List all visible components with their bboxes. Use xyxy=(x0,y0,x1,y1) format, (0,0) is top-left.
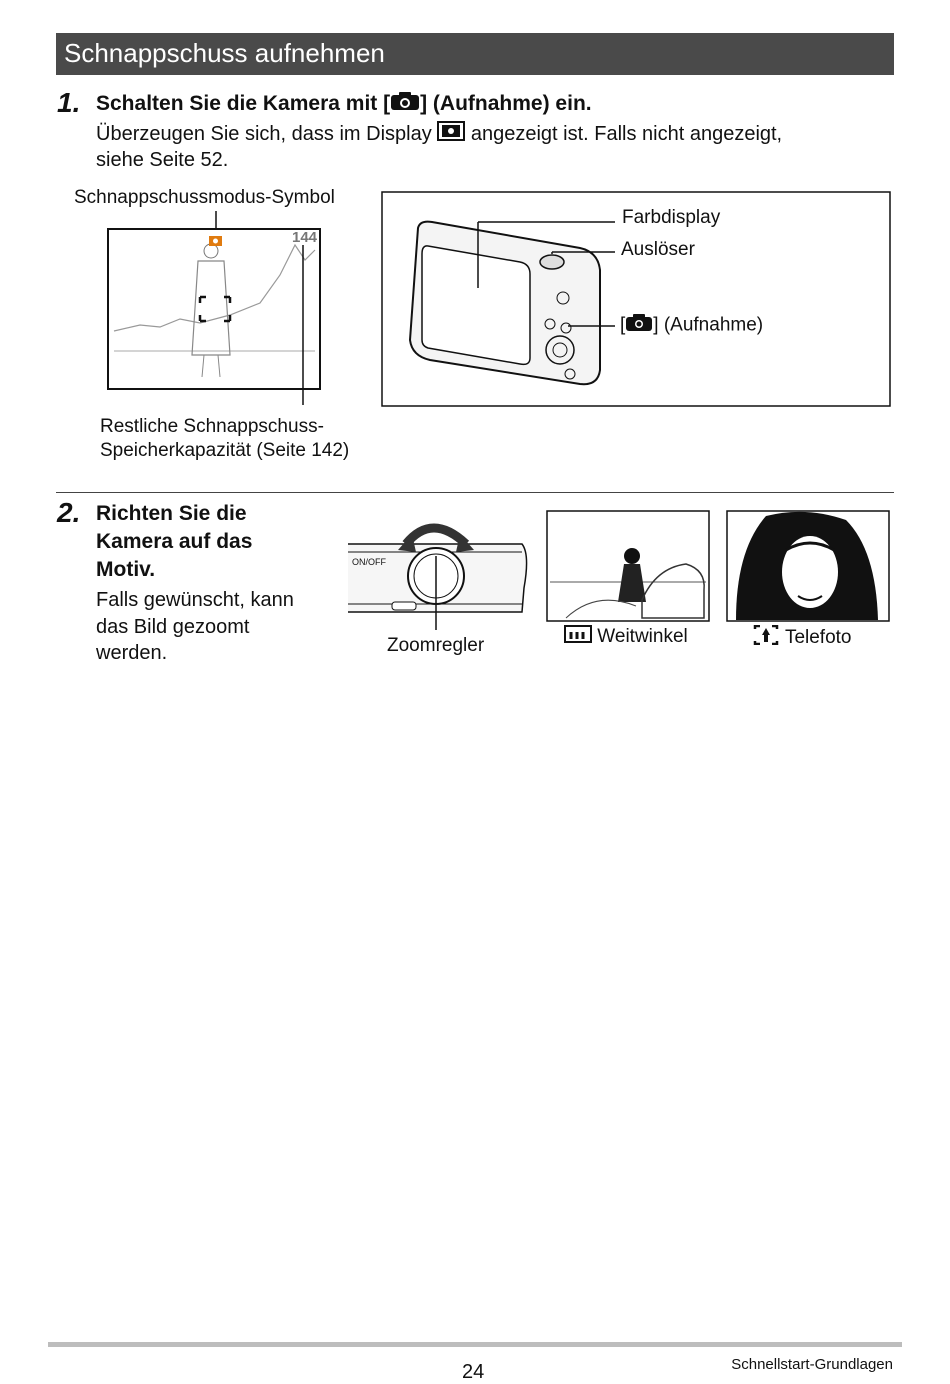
step-2-heading-line-1: Richten Sie die xyxy=(96,502,247,525)
telephoto-icon xyxy=(752,624,780,651)
step-1-heading-pre: Schalten Sie die Kamera mit [ xyxy=(96,92,391,116)
step-1-body-pre: Überzeugen Sie sich, dass im Display xyxy=(96,123,432,145)
footer-section-name: Schnellstart-Grundlagen xyxy=(731,1356,893,1373)
step-1-body-line-2: siehe Seite 52. xyxy=(96,149,229,171)
step-2-body-line-2: das Bild gezoomt xyxy=(96,616,250,638)
section-divider xyxy=(56,492,894,493)
step-2-number: 2. xyxy=(57,497,81,528)
wide-angle-caption: Weitwinkel xyxy=(564,625,688,649)
on-off-label: ON/OFF xyxy=(352,557,386,567)
record-label-pre: [ xyxy=(620,314,626,336)
telephoto-caption: Telefoto xyxy=(752,624,852,651)
section-title: Schnappschuss aufnehmen xyxy=(64,38,385,68)
camera-icon xyxy=(390,91,420,118)
camera-icon xyxy=(625,313,653,338)
wide-angle-photo xyxy=(546,510,710,622)
step-2-body-line-3: werden. xyxy=(96,642,168,664)
step-1-body-post: angezeigt ist. Falls nicht angezeigt, xyxy=(470,123,783,145)
telephoto-label: Telefoto xyxy=(784,627,852,649)
camera-back-illustration xyxy=(381,191,891,407)
step-1-heading-post: ] (Aufnahme) ein. xyxy=(420,92,592,116)
step-1-number: 1. xyxy=(57,87,81,118)
step-2-heading-line-2: Kamera auf das xyxy=(96,530,253,553)
footer-rule xyxy=(48,1342,902,1347)
wide-angle-icon xyxy=(564,625,592,649)
zoom-controller-illustration xyxy=(348,523,528,630)
step-1-heading: Schalten Sie die Kamera mit [ ] (Aufnahme… xyxy=(96,91,592,118)
snapshot-mode-icon xyxy=(437,121,466,148)
step-1-body-line-1: Überzeugen Sie sich, dass im Display ang… xyxy=(96,121,782,148)
page-number: 24 xyxy=(462,1361,485,1383)
step-2-heading-line-3: Motiv. xyxy=(96,558,156,581)
mode-symbol-label: Schnappschussmodus-Symbol xyxy=(74,187,335,208)
shots-remaining-counter: 144 xyxy=(292,229,318,246)
remaining-label-1: Restliche Schnappschuss- xyxy=(100,416,324,437)
record-label-post: ] (Aufnahme) xyxy=(653,314,764,336)
shutter-label: Auslöser xyxy=(621,239,695,260)
wide-angle-label: Weitwinkel xyxy=(597,626,688,648)
step-2-body-line-1: Falls gewünscht, kann xyxy=(96,589,294,611)
lcd-screen-illustration xyxy=(107,211,321,405)
telephoto-photo xyxy=(726,510,890,622)
zoom-controller-label: Zoomregler xyxy=(387,635,485,656)
record-button-label: [ ] (Aufnahme) xyxy=(620,313,763,338)
section-title-bar xyxy=(56,33,894,75)
display-label: Farbdisplay xyxy=(622,207,721,228)
remaining-label-2: Speicherkapazität (Seite 142) xyxy=(100,440,350,461)
